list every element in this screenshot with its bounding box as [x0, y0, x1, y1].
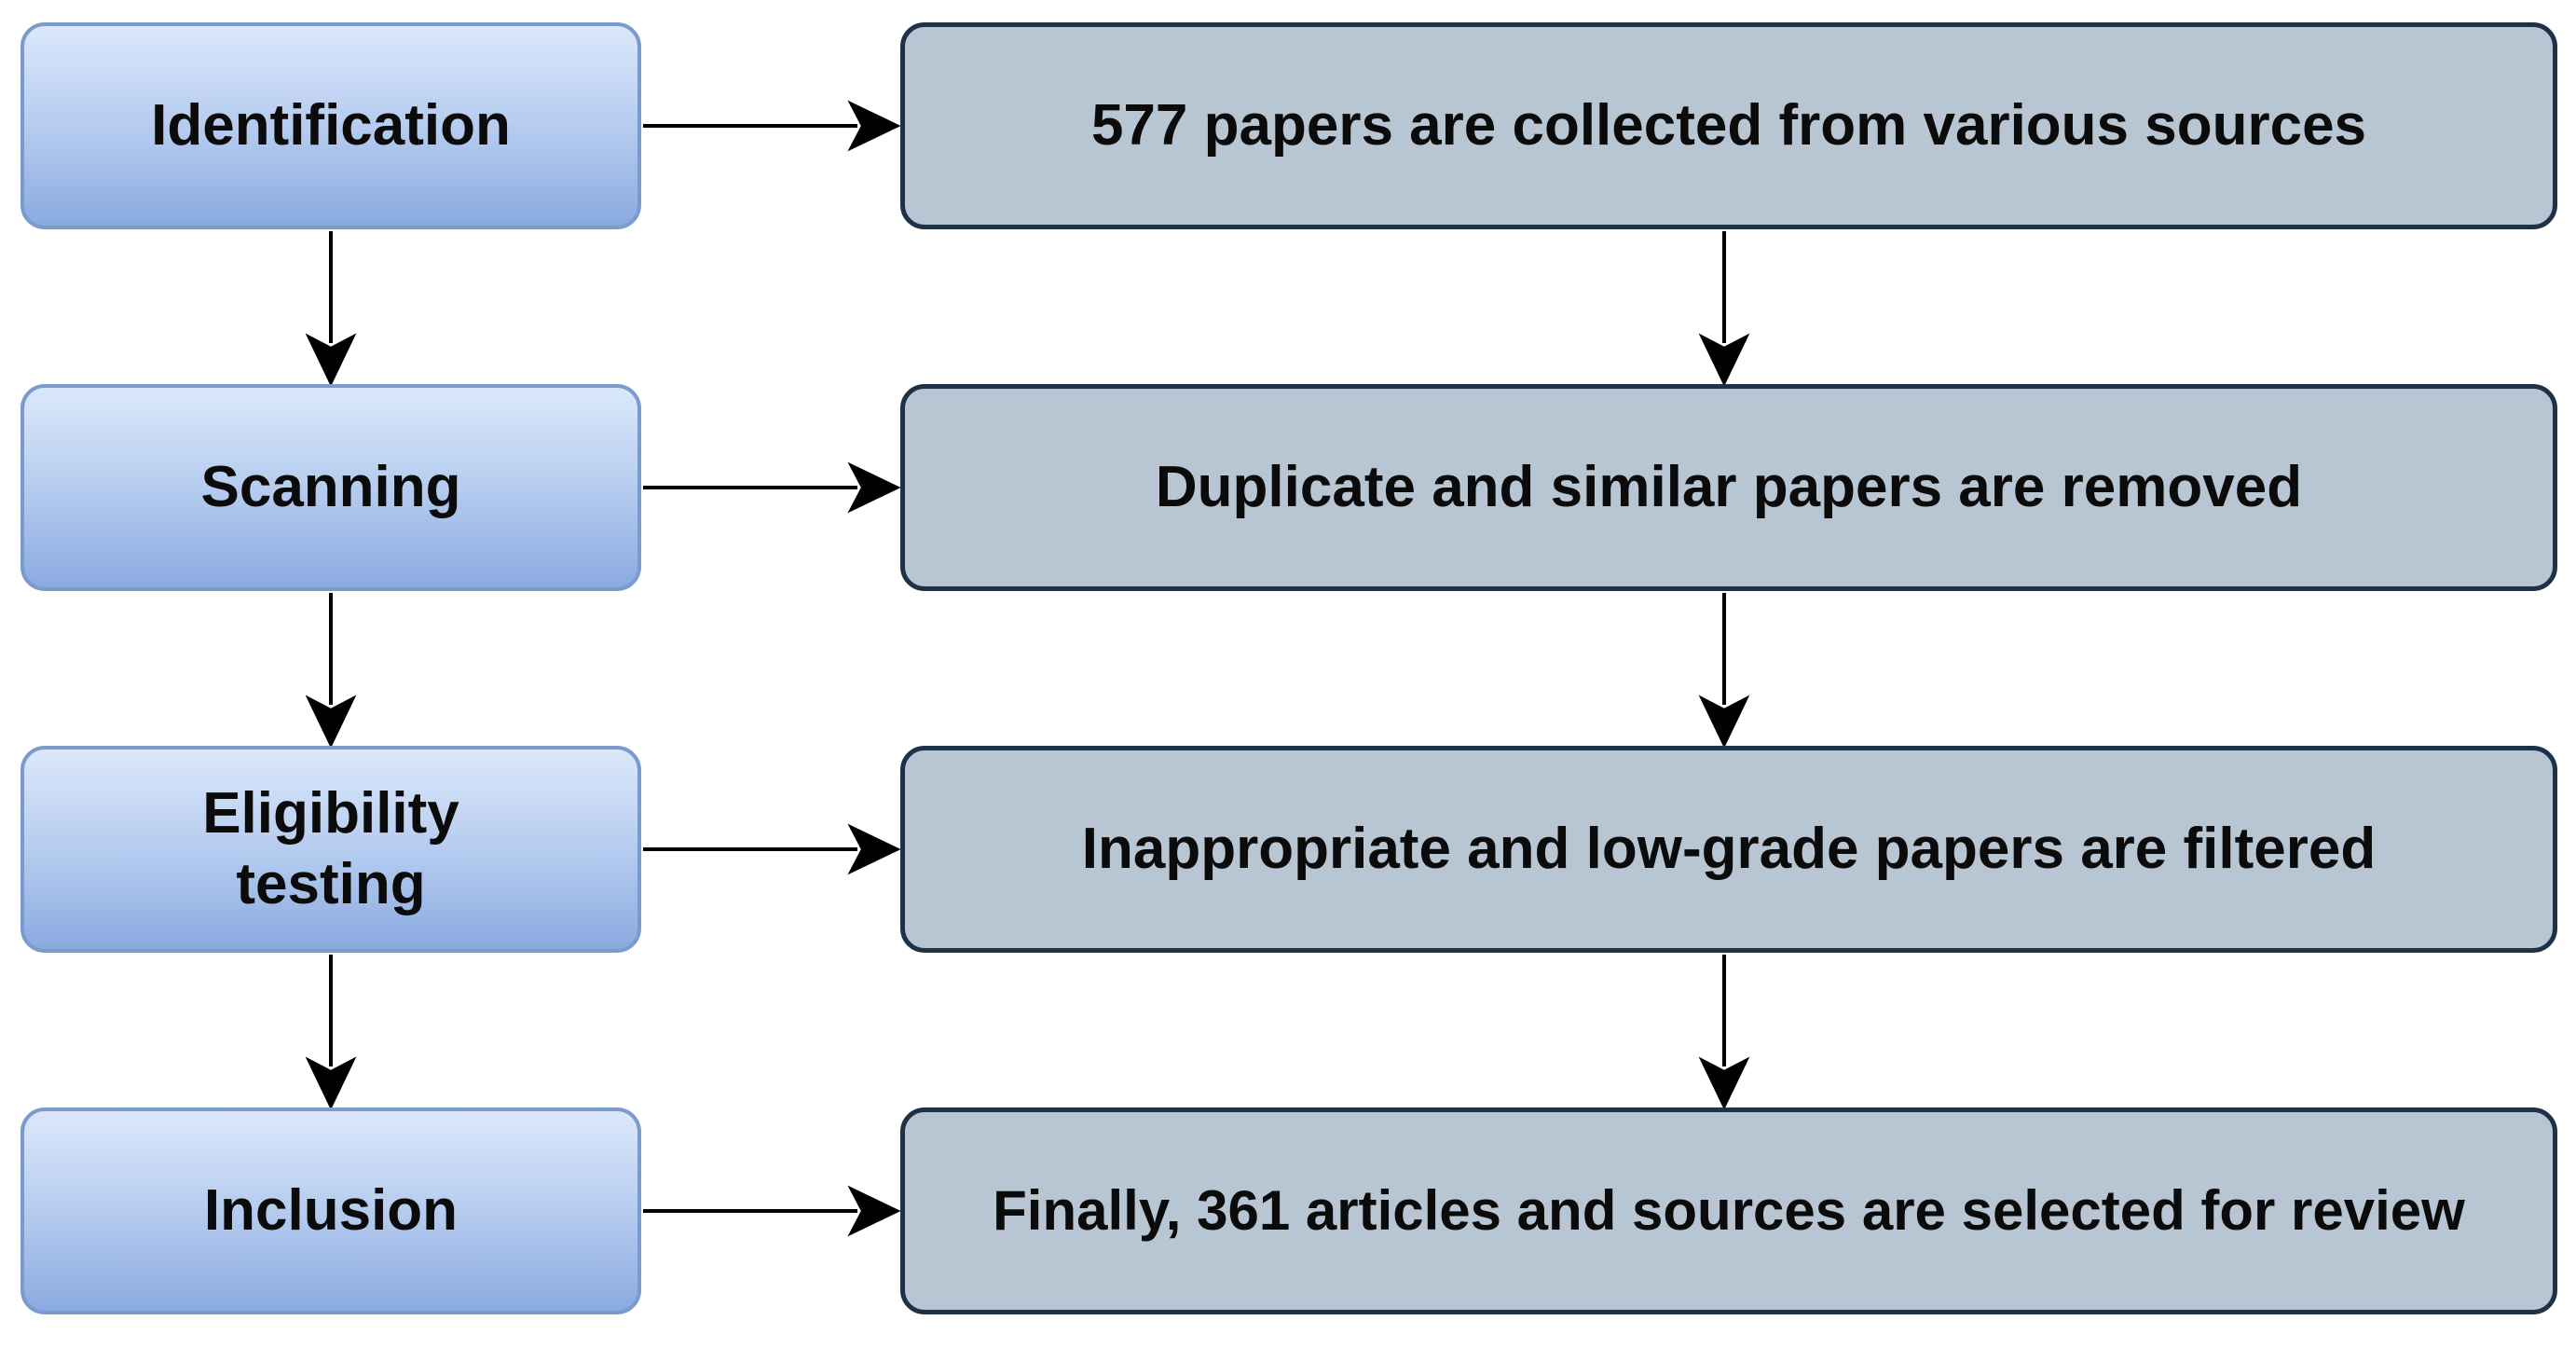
step-deduplication: Duplicate and similar papers are removed [900, 384, 2557, 591]
arrowhead-identification-to-step [847, 100, 901, 152]
stage-identification-label: Identification [151, 93, 511, 158]
arrowhead-inclusion-to-step [847, 1185, 901, 1237]
stage-eligibility-testing-label: Eligibility testing [202, 781, 459, 916]
arrowhead-scanning-to-eligibility [305, 695, 357, 749]
arrowhead-eligibility-to-step [847, 823, 901, 875]
stage-scanning-label: Scanning [200, 455, 461, 520]
stage-inclusion-label: Inclusion [203, 1178, 459, 1244]
step-collection: 577 papers are collected from various so… [900, 22, 2557, 229]
arrowhead-step3-to-step4 [1698, 1056, 1750, 1110]
stage-identification: Identification [21, 22, 641, 229]
step-collection-label: 577 papers are collected from various so… [1090, 93, 2367, 158]
step-selection: Finally, 361 articles and sources are se… [900, 1107, 2557, 1314]
stage-inclusion: Inclusion [21, 1107, 641, 1314]
arrowhead-step1-to-step2 [1698, 333, 1750, 387]
stage-scanning: Scanning [21, 384, 641, 591]
step-filtering-label: Inappropriate and low-grade papers are f… [1081, 817, 2377, 882]
step-vertical-arrows [1698, 231, 1750, 1110]
stage-vertical-arrows [305, 231, 357, 1110]
step-selection-label: Finally, 361 articles and sources are se… [993, 1179, 2465, 1243]
step-filtering: Inappropriate and low-grade papers are f… [900, 746, 2557, 953]
arrowhead-step2-to-step3 [1698, 695, 1750, 749]
arrowhead-identification-to-scanning [305, 333, 357, 387]
arrowhead-eligibility-to-inclusion [305, 1056, 357, 1110]
step-deduplication-label: Duplicate and similar papers are removed [1155, 455, 2303, 520]
horizontal-arrows [643, 100, 901, 1237]
stage-eligibility-testing: Eligibility testing [21, 746, 641, 953]
arrowhead-scanning-to-step [847, 461, 901, 514]
